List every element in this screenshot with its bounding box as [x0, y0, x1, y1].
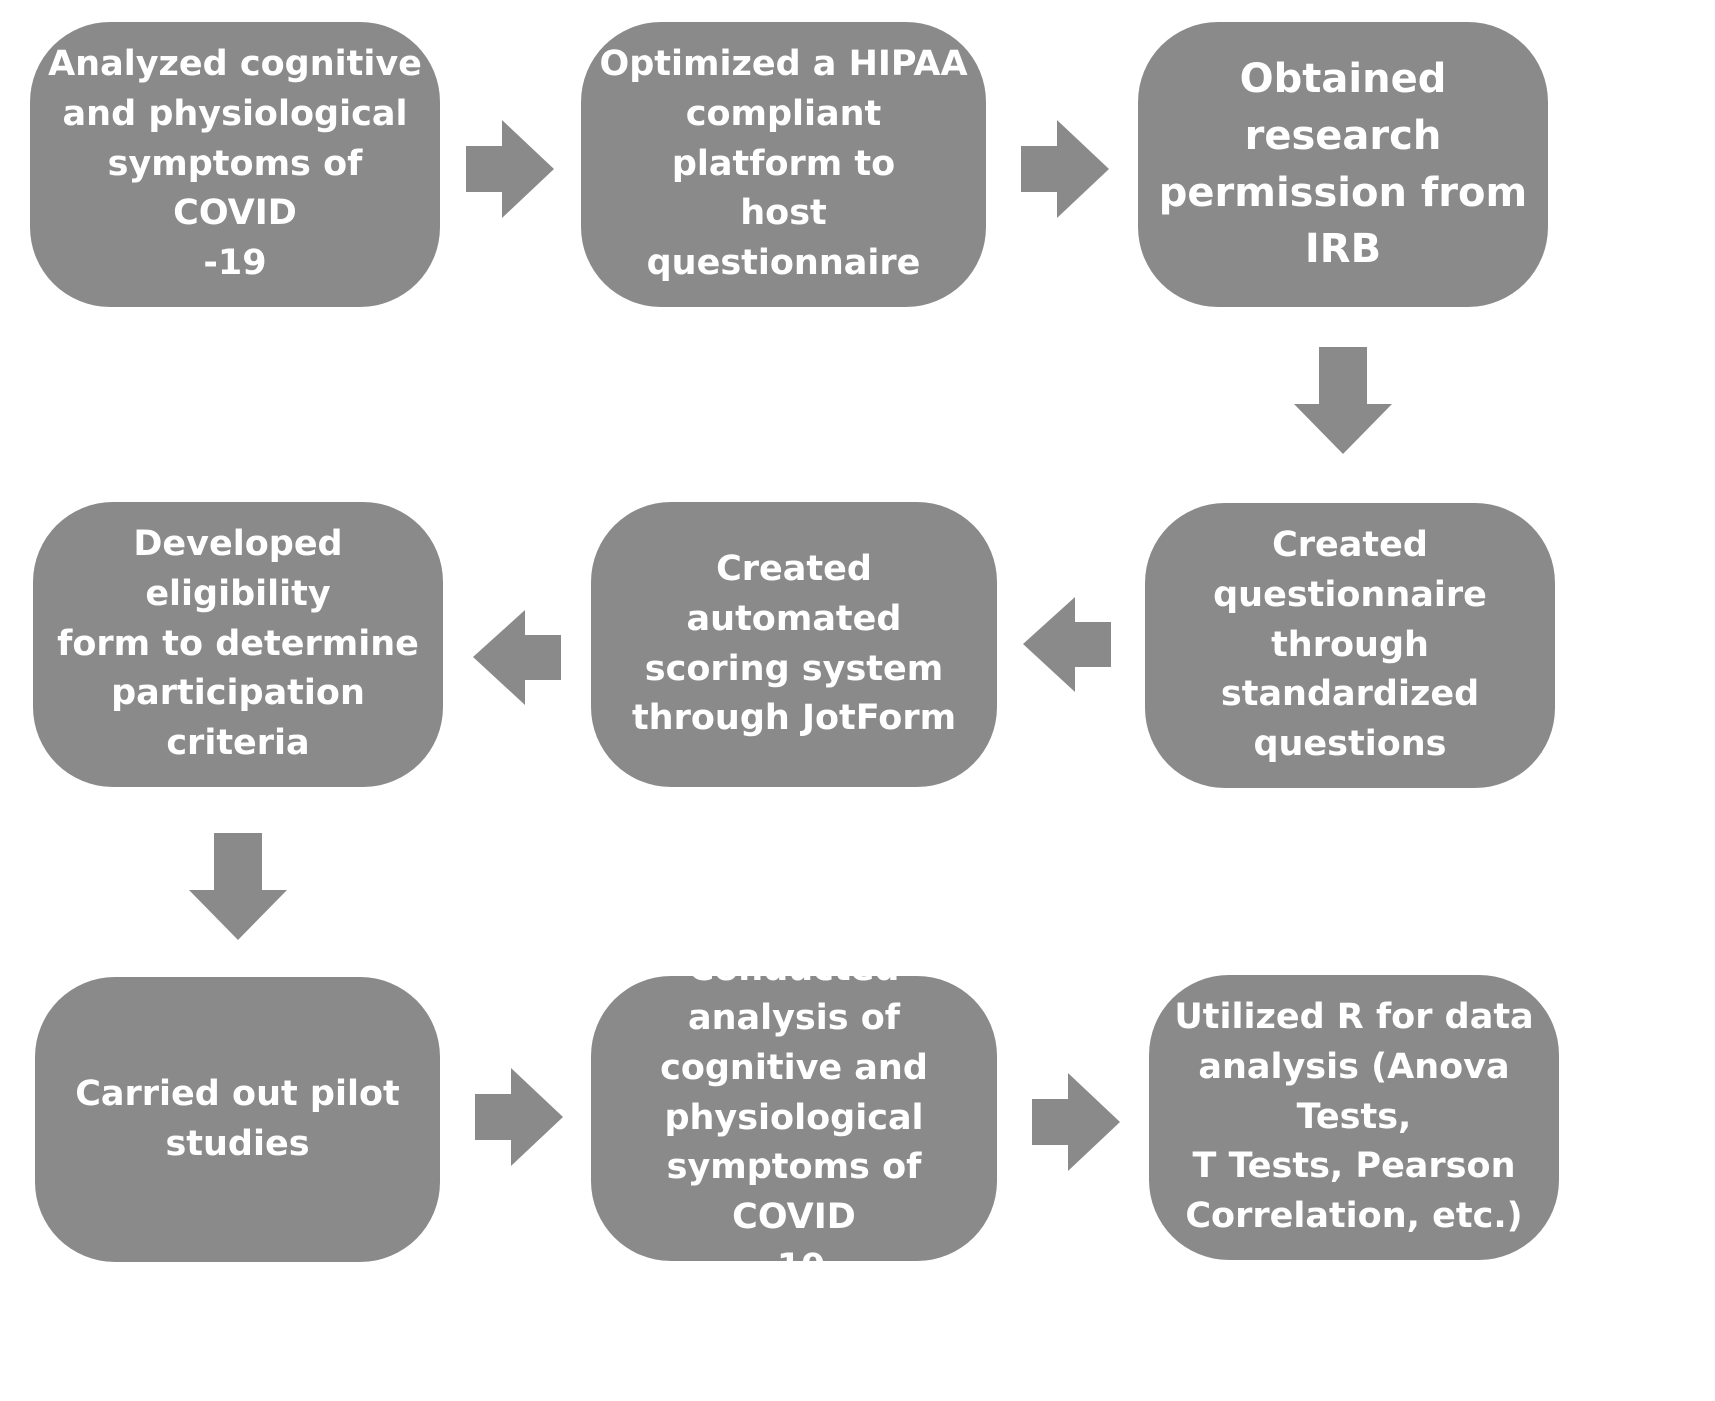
step-2-label: Optimized a HIPAA compliant platform to …: [599, 44, 968, 284]
step-5-label: Created automated scoring system through…: [631, 549, 957, 739]
step-3-label: Obtained research permission from IRB: [1158, 55, 1528, 273]
step-1-label: Analyzed cognitive and physiological sym…: [48, 44, 422, 284]
step-1-box: Analyzed cognitive and physiological sym…: [30, 22, 440, 307]
arrow-right-1-2: [466, 120, 554, 218]
arrow-down-3-4: [1294, 347, 1392, 454]
arrow-right-7-8: [475, 1068, 563, 1166]
step-6-label: Developed eligibility form to determine …: [57, 524, 419, 764]
step-4-box: Created questionnaire through standardiz…: [1145, 503, 1555, 788]
step-7-box: Carried out pilot studies: [35, 977, 440, 1262]
step-8-box: Conducted analysis of cognitive and phys…: [591, 949, 997, 1287]
arrow-left-4-5: [1023, 597, 1111, 692]
step-8-label: Conducted analysis of cognitive and phys…: [660, 948, 928, 1287]
step-5-box: Created automated scoring system through…: [591, 502, 997, 787]
arrow-right-8-9: [1032, 1073, 1120, 1171]
step-4-label: Created questionnaire through standardiz…: [1213, 525, 1487, 765]
arrow-left-5-6: [473, 610, 561, 705]
step-7-label: Carried out pilot studies: [75, 1073, 400, 1164]
step-6-box: Developed eligibility form to determine …: [33, 502, 443, 787]
step-2-box: Optimized a HIPAA compliant platform to …: [581, 22, 986, 307]
step-9-box: Utilized R for data analysis (Anova Test…: [1149, 975, 1559, 1260]
arrow-down-6-7: [189, 833, 287, 940]
arrow-right-2-3: [1021, 120, 1109, 218]
step-9-label: Utilized R for data analysis (Anova Test…: [1174, 997, 1534, 1237]
step-3-box: Obtained research permission from IRB: [1138, 22, 1548, 307]
